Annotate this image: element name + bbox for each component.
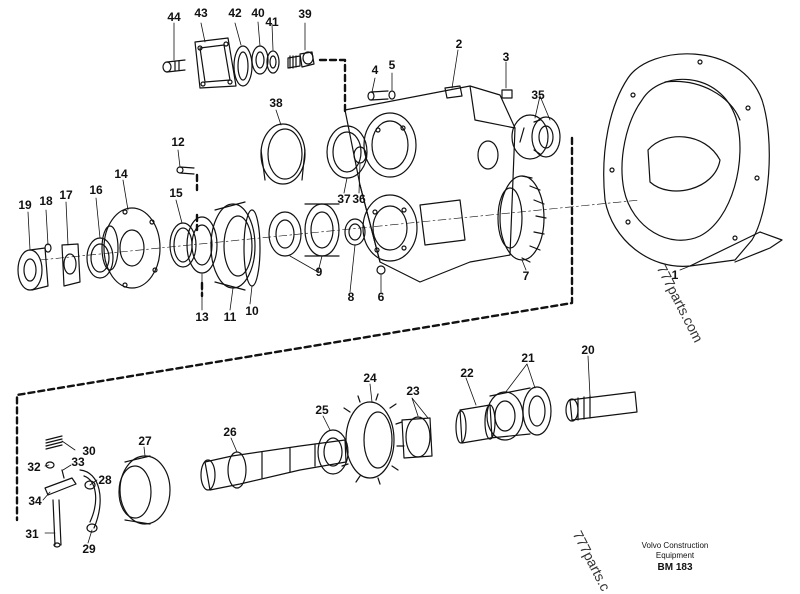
part-31-pin <box>52 499 62 548</box>
callout-36: 36 <box>352 192 366 206</box>
part-42-gasket <box>233 45 253 87</box>
callout-1: 1 <box>671 268 679 282</box>
callout-10: 10 <box>245 304 259 318</box>
callout-12: 12 <box>171 135 185 149</box>
part-32-detent-ball <box>45 461 55 469</box>
callout-40: 40 <box>251 6 265 20</box>
callout-22: 22 <box>460 366 474 380</box>
callout-9: 9 <box>315 265 323 279</box>
callout-41: 41 <box>265 15 279 29</box>
part-3-dowel <box>501 89 513 99</box>
callout-11: 11 <box>223 310 237 324</box>
callout-28: 28 <box>98 473 112 487</box>
part-2-housing <box>344 85 516 283</box>
callout-6: 6 <box>377 290 385 304</box>
part-11-flange-housing <box>210 201 256 291</box>
part-14-flange <box>101 207 161 289</box>
callout-30: 30 <box>82 444 96 458</box>
part-35-bearing <box>511 114 561 160</box>
part-39-plug <box>287 51 315 69</box>
callout-14: 14 <box>114 167 128 181</box>
callout-31: 31 <box>25 527 39 541</box>
part-20-output-shaft <box>565 391 638 422</box>
centre-axis <box>39 199 641 261</box>
part-9-taper-bearing <box>268 203 340 257</box>
callout-25: 25 <box>315 403 329 417</box>
callout-5: 5 <box>388 58 396 72</box>
callout-15: 15 <box>169 186 183 200</box>
callout-2: 2 <box>455 37 463 51</box>
callout-39: 39 <box>298 7 312 21</box>
part-40-seal <box>251 45 269 75</box>
part-38-seal <box>260 123 306 185</box>
callout-33: 33 <box>71 455 85 469</box>
drawing-code: BM 183 <box>657 562 693 573</box>
part-22-spacer <box>455 404 496 444</box>
callout-34: 34 <box>28 494 42 508</box>
part-30-spring <box>45 435 63 450</box>
credit-company-line2: Equipment <box>655 551 695 560</box>
part-41-washer <box>266 50 280 74</box>
part-1-bell-housing <box>603 53 783 267</box>
part-21-taper-bearing <box>486 386 552 441</box>
part-33-spring-pin <box>61 469 65 479</box>
part-7-gear <box>497 175 547 263</box>
part-24-gear <box>341 393 405 485</box>
callout-42: 42 <box>228 6 242 20</box>
part-23-gear <box>401 416 433 459</box>
callout-21: 21 <box>521 351 535 365</box>
credit-company: Volvo Construction <box>641 541 709 550</box>
part-28-shift-fork <box>79 469 101 533</box>
callout-3: 3 <box>502 50 510 64</box>
part-5-washer <box>388 90 396 100</box>
callout-20: 20 <box>581 343 595 357</box>
part-37-seal-ring <box>326 125 368 179</box>
part-43-cover <box>194 37 237 89</box>
part-8-spacer <box>344 218 366 246</box>
part-26-shaft <box>200 439 347 491</box>
callout-24: 24 <box>363 371 377 385</box>
part-27-coupling-sleeve <box>118 455 171 525</box>
part-25-washer <box>317 429 349 475</box>
part-34-lever <box>44 477 77 496</box>
callout-32: 32 <box>27 460 41 474</box>
callout-29: 29 <box>82 542 96 556</box>
callout-8: 8 <box>347 290 355 304</box>
callout-19: 19 <box>18 198 32 212</box>
callout-17: 17 <box>59 188 73 202</box>
callout-7: 7 <box>522 269 530 283</box>
callout-37: 37 <box>337 192 351 206</box>
callout-4: 4 <box>371 63 379 77</box>
callout-23: 23 <box>406 384 420 398</box>
part-19-nut <box>17 247 49 291</box>
callout-13: 13 <box>195 310 209 324</box>
leader-lines <box>27 21 691 544</box>
part-4-bolt <box>367 90 389 101</box>
part-44-bolt <box>162 59 186 73</box>
callout-38: 38 <box>269 96 283 110</box>
callout-27: 27 <box>138 434 152 448</box>
callout-26: 26 <box>223 425 237 439</box>
callout-16: 16 <box>89 183 103 197</box>
callout-35: 35 <box>531 88 545 102</box>
callout-43: 43 <box>194 6 208 20</box>
callout-44: 44 <box>167 10 181 24</box>
callout-18: 18 <box>39 194 53 208</box>
part-17-washer <box>61 243 81 287</box>
part-12-bolt <box>176 166 195 175</box>
part-6-pin <box>376 265 386 275</box>
